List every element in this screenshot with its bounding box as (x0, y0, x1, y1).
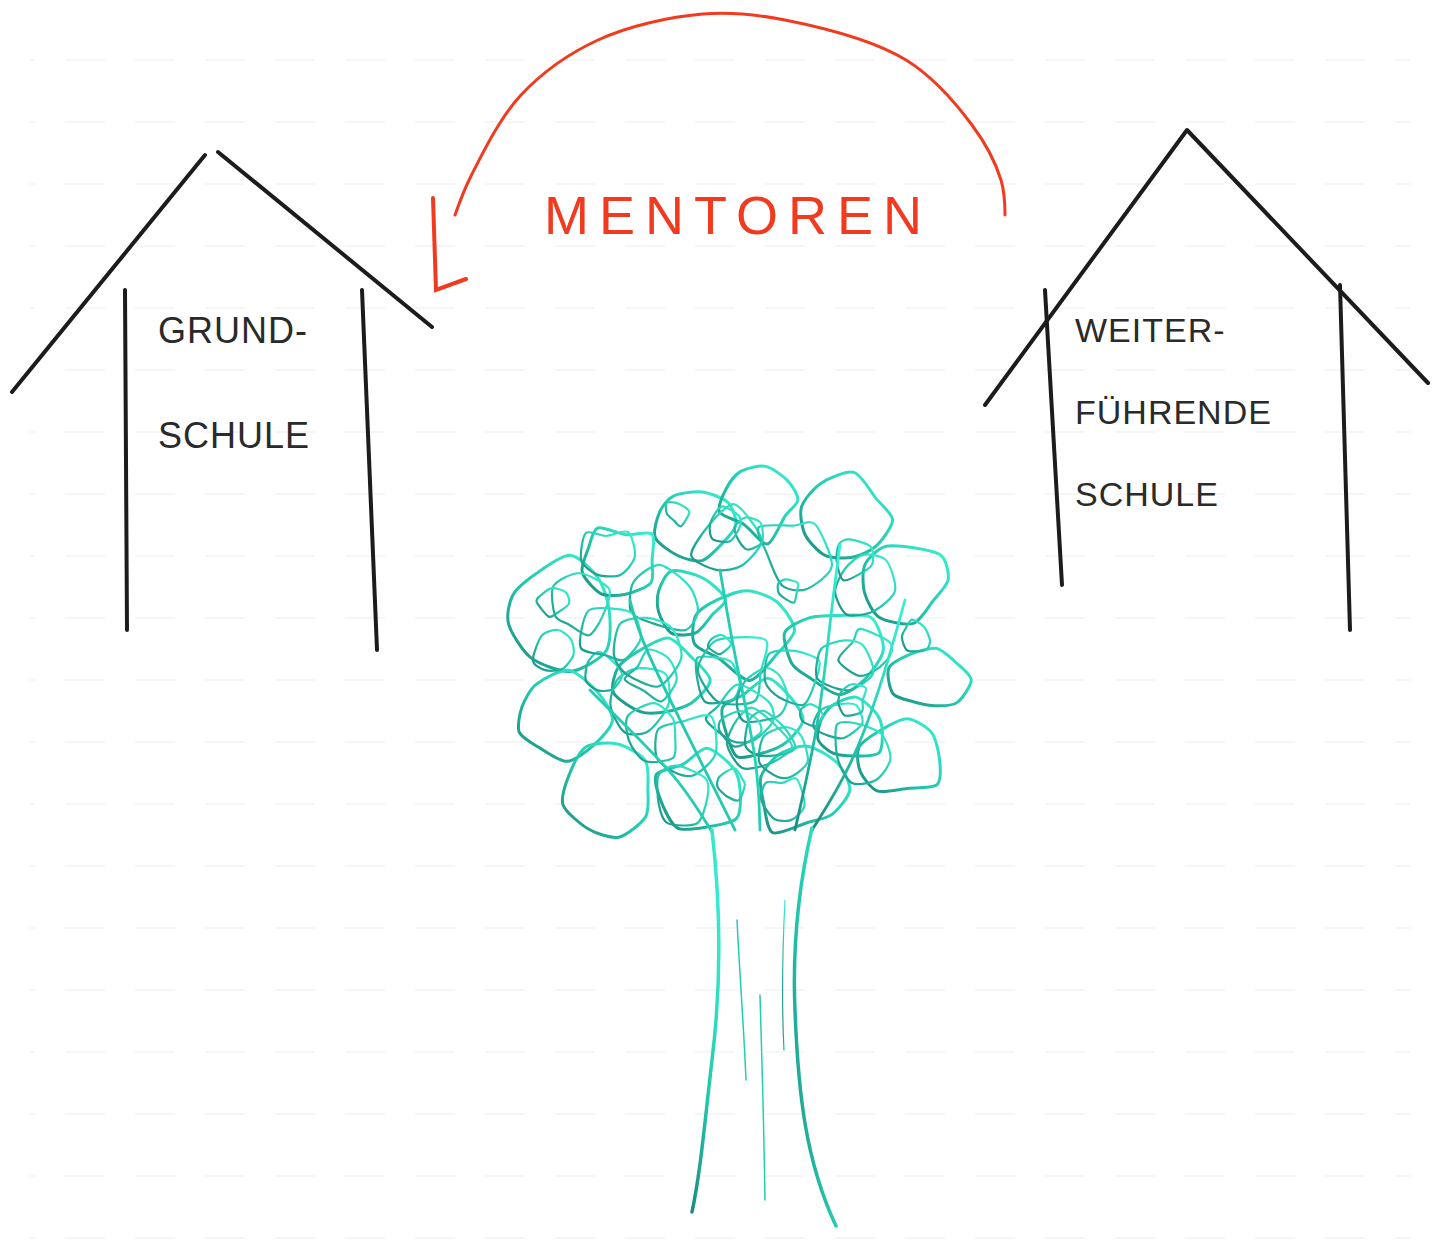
tree-branch (720, 570, 760, 830)
canopy-loop (518, 670, 612, 761)
canopy-loop (902, 620, 930, 652)
canopy-loop (838, 684, 866, 716)
brick-line (30, 1238, 1410, 1239)
house-stroke (218, 152, 432, 327)
tree-trunk (692, 828, 836, 1226)
brick-line (30, 370, 1410, 371)
brick-line (30, 556, 1410, 557)
canopy-loop (778, 579, 799, 602)
tree-branch (812, 600, 905, 830)
canopy-loop (580, 608, 641, 660)
school-house: WEITER- FÜHRENDE SCHULE (1005, 125, 1430, 635)
edge-label: MENTOREN (544, 188, 932, 242)
canopy-loop (835, 555, 895, 616)
house-outline (1005, 125, 1430, 635)
house-stroke (12, 155, 205, 392)
canopy-loop (708, 635, 731, 654)
brick-line (30, 618, 1410, 619)
canopy-loop (710, 506, 741, 542)
brick-line (30, 1176, 1410, 1177)
canopy-loop (655, 492, 736, 561)
brick-line (30, 742, 1410, 743)
canopy-loop (758, 522, 832, 590)
canopy-loop (657, 766, 708, 826)
canopy-loop (801, 472, 893, 558)
brick-line (30, 60, 1410, 61)
canopy-loop (719, 711, 762, 747)
brick-line (30, 990, 1410, 991)
school-name: GRUND- SCHULE (158, 278, 354, 488)
canopy-loop (717, 768, 745, 800)
canopy-loop (585, 652, 622, 691)
brick-line (30, 866, 1410, 867)
canopy-loop (888, 648, 971, 706)
canopy-loop (765, 650, 820, 705)
tree-branch (630, 600, 735, 830)
canopy-loop (630, 565, 698, 631)
school-name: WEITER- FÜHRENDE SCHULE (1075, 289, 1325, 535)
canopy-loop (784, 615, 883, 695)
brick-line (30, 122, 1410, 123)
tree-branch (590, 690, 712, 832)
house-stroke (362, 290, 377, 650)
bracket-mark (433, 198, 466, 290)
canopy-loop (582, 528, 654, 596)
brick-line (30, 804, 1410, 805)
house-stroke (1340, 285, 1350, 630)
mentor-arc (455, 13, 1005, 215)
brick-line (30, 184, 1410, 185)
canopy-loop (693, 591, 795, 681)
brick-line (30, 1114, 1410, 1115)
house-stroke (125, 290, 127, 630)
brick-line (30, 1052, 1410, 1053)
canopy-loop (552, 573, 610, 635)
brick-line (30, 680, 1410, 681)
canopy-loop (536, 588, 569, 617)
brick-line (30, 246, 1410, 247)
canopy-loop (666, 502, 690, 526)
house-outline (10, 150, 455, 655)
tree-branch (795, 545, 840, 830)
canopy-loop (696, 656, 740, 703)
house-stroke (985, 130, 1428, 405)
canopy-loop (735, 517, 763, 549)
tree-canopy (508, 466, 971, 837)
canopy-loop (581, 531, 635, 576)
canopy-loop (759, 727, 808, 778)
canopy-loop (863, 546, 948, 624)
canopy-loop (836, 539, 873, 580)
canopy-loop (691, 504, 761, 570)
school-house: GRUND- SCHULE (10, 150, 455, 655)
brick-line (30, 308, 1410, 309)
canopy-loop (533, 630, 574, 671)
canopy-loop (562, 743, 648, 837)
house-stroke (1045, 290, 1062, 585)
